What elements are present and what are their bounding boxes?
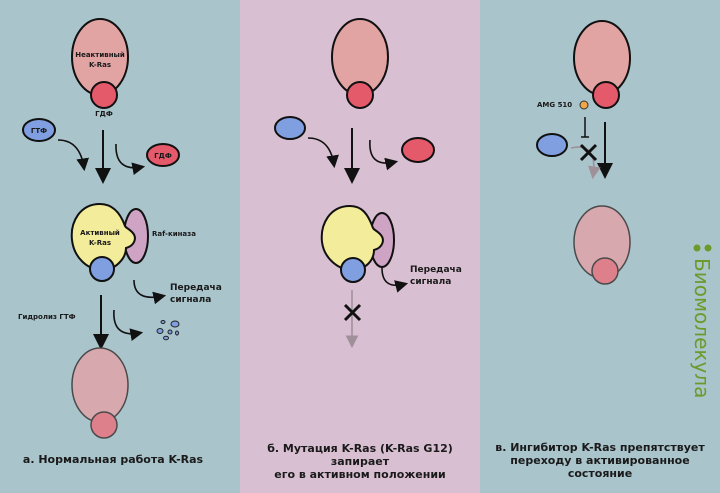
biomolecula-logo: Биомолекула	[690, 244, 714, 398]
gtp-binding-arrow	[57, 139, 89, 172]
gtp-bound	[89, 256, 115, 282]
hydrolysis-label: Гидролиз ГТФ	[18, 313, 76, 321]
signal-label-2: сигнала	[170, 295, 211, 305]
gdp-bound	[592, 81, 620, 109]
caption-c-1: в. Ингибитор K-Ras препятствует	[495, 441, 705, 454]
logo-text: Биомолекула	[690, 258, 714, 398]
gtp	[536, 133, 568, 157]
inactive-k-ras-after	[71, 347, 129, 423]
panel-c: AMG 510 в. Ингибитор K-Ras препятствует …	[495, 20, 705, 480]
gtp	[22, 118, 56, 142]
gtp	[274, 116, 306, 140]
caption-b-1: б. Мутация K-Ras (K-Ras G12)	[267, 442, 453, 455]
gdp-bound	[90, 81, 118, 109]
signal-arrow	[133, 279, 167, 305]
gtp-bound	[340, 257, 366, 283]
amg510-molecule	[579, 100, 589, 110]
active-k-ras-mutant	[320, 204, 384, 272]
signal-label-2: сигнала	[410, 277, 451, 287]
caption-b-2: запирает	[331, 455, 390, 468]
caption-c-3: состояние	[568, 467, 632, 480]
phosphate-release-arrow	[113, 309, 144, 341]
panel-b: Передача сигнала б. Мутация K-Ras (K-Ras…	[267, 18, 462, 481]
gdp-released	[146, 143, 180, 167]
gdp-release-arrow	[369, 139, 399, 171]
active-label-2: K-Ras	[89, 239, 111, 247]
gdp-label: ГДФ	[95, 110, 113, 118]
caption-a: а. Нормальная работа K-Ras	[23, 453, 204, 466]
block-x-icon	[579, 143, 598, 162]
signal-label-1: Передача	[410, 265, 462, 275]
block-x-icon	[343, 303, 362, 322]
inactive-label-2: K-Ras	[89, 61, 111, 69]
active-k-ras	[70, 202, 136, 272]
gdp-released	[401, 137, 435, 163]
gdp-released-label: ГДФ	[154, 152, 172, 160]
gtp-binding-arrow	[307, 137, 339, 169]
inactive-label-1: Неактивный	[75, 51, 125, 59]
caption-b-3: его в активном положении	[274, 468, 446, 481]
phosphate-fragments	[156, 320, 180, 341]
panel-a: Неактивный K-Ras ГДФ ГТФ ГДФ Активный K-…	[18, 18, 222, 466]
logo-dot-icon	[704, 244, 712, 252]
gdp-bound-after	[90, 411, 118, 439]
signal-label-1: Передача	[170, 283, 222, 293]
active-label-1: Активный	[80, 229, 120, 237]
caption-c-2: переходу в активированное	[510, 454, 689, 467]
gtp-label: ГТФ	[31, 127, 47, 135]
gdp-release-arrow	[115, 143, 146, 176]
gdp-bound-locked	[591, 257, 619, 285]
inhibition-bar	[581, 117, 589, 138]
inhibitor-label: AMG 510	[537, 101, 572, 109]
raf-label: Raf-киназа	[152, 230, 196, 238]
logo-dot-icon	[693, 244, 701, 252]
gdp-bound	[346, 81, 374, 109]
signal-arrow	[381, 267, 409, 293]
